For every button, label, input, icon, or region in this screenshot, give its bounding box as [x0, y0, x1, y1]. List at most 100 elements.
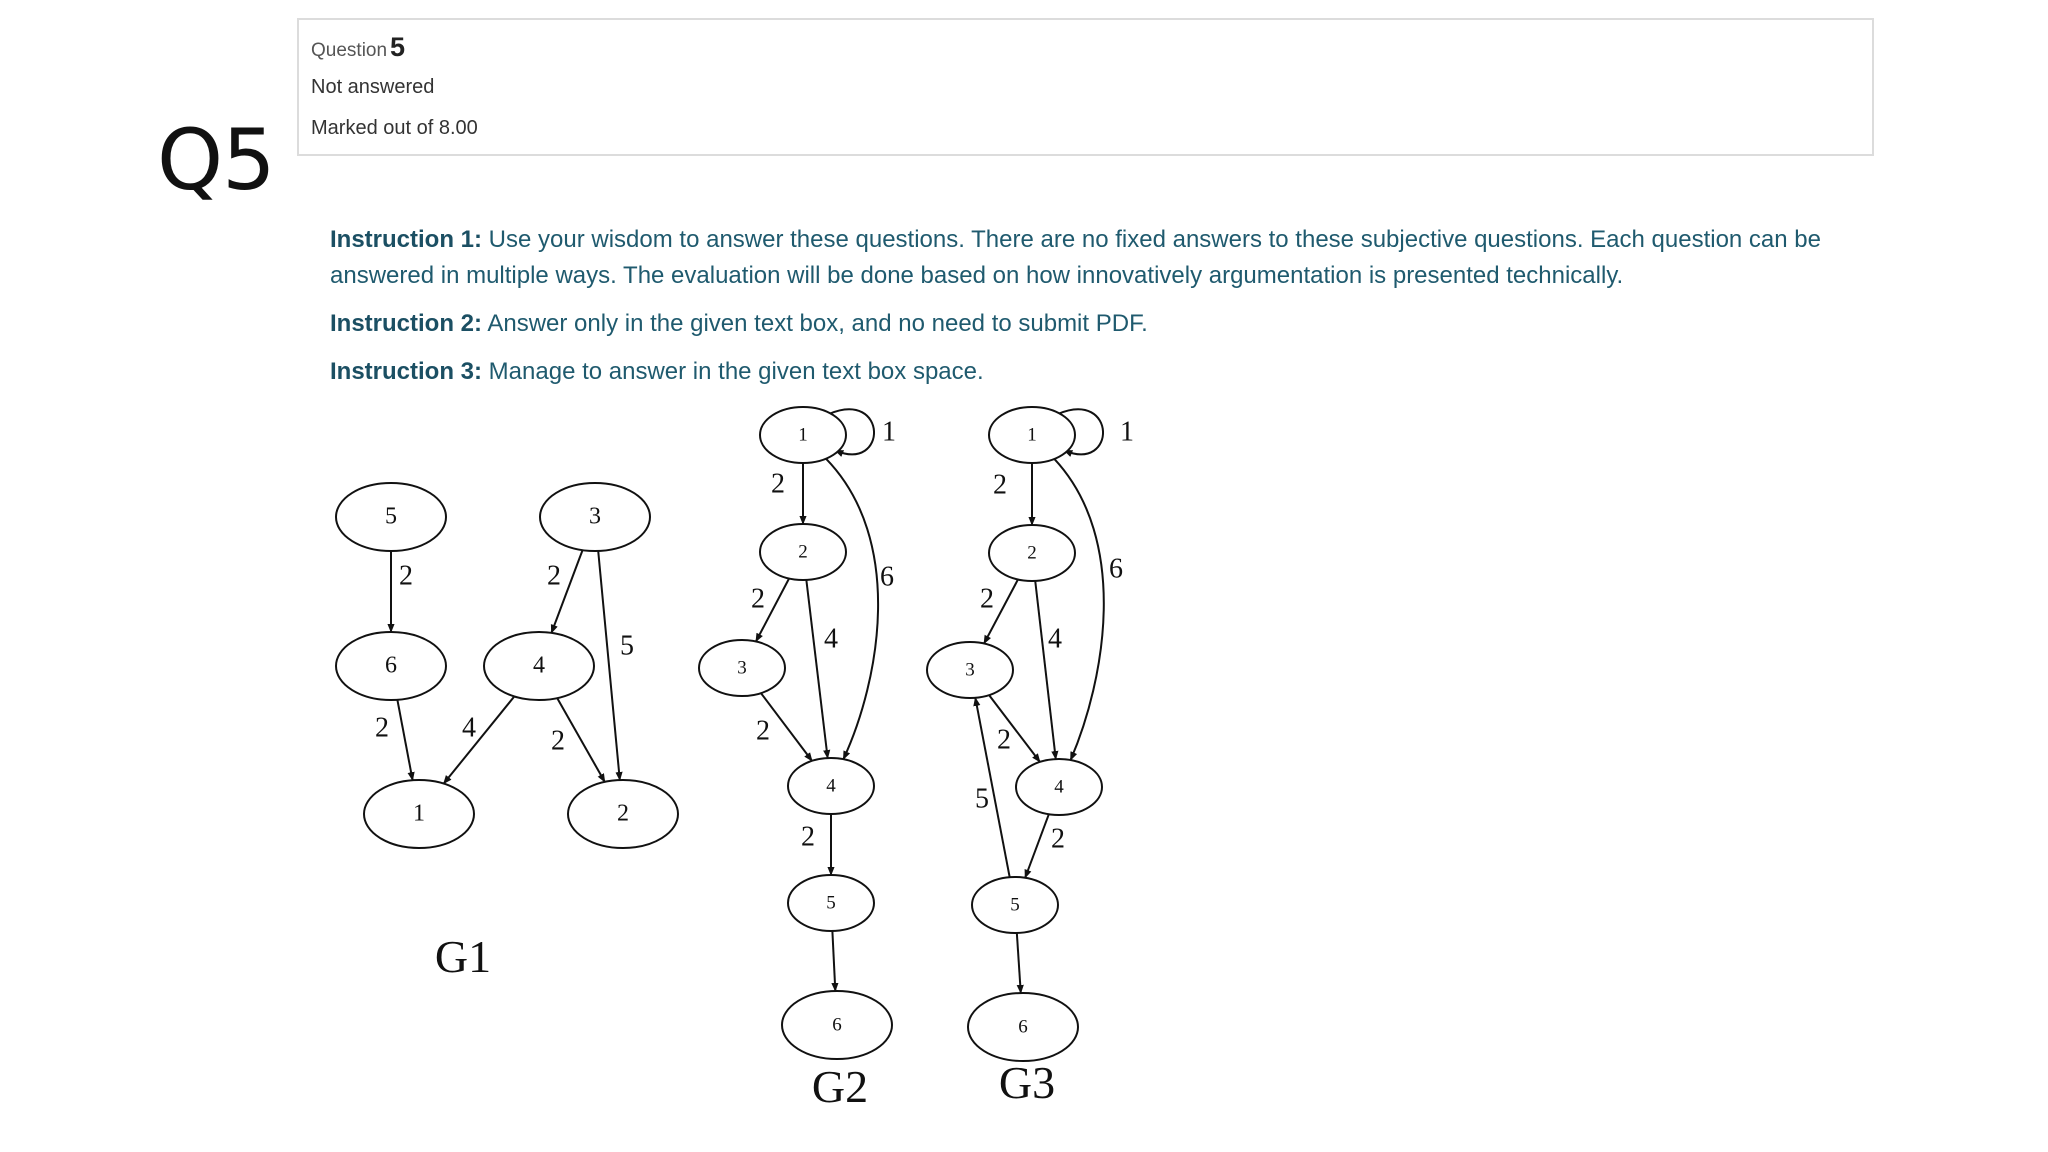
edge-weight-label: 2: [980, 583, 994, 614]
edge-2-3: [755, 578, 790, 643]
edge-1-1: [828, 408, 875, 457]
instruction-1-text: Use your wisdom to answer these question…: [330, 226, 1821, 289]
node-label: 1: [798, 424, 808, 445]
graph-node: [926, 641, 1014, 699]
graph-node: [539, 482, 651, 552]
graph-node: [335, 482, 447, 552]
edge-weight-label: 2: [547, 560, 561, 591]
edge-5-6: [1015, 932, 1024, 994]
slide-title: Q5: [157, 111, 276, 209]
node-label: 4: [1054, 776, 1064, 797]
edge-2-3: [983, 579, 1019, 645]
node-label: 3: [737, 657, 747, 678]
node-label: 6: [385, 653, 397, 679]
edge-weight-label: 2: [751, 583, 765, 614]
edge-weight-label: 2: [1051, 823, 1065, 854]
edge-3-4: [550, 549, 584, 634]
graph-node: [759, 523, 847, 581]
edge-weight-label: 6: [1109, 553, 1123, 584]
answer-status: Not answered: [311, 76, 435, 98]
graph-node: [988, 524, 1076, 582]
edge-weight-label: 2: [997, 724, 1011, 755]
edge-5-3: [973, 696, 1011, 878]
edge-2-4: [1034, 580, 1059, 760]
edge-1-1: [1057, 408, 1104, 457]
edge-weight-label: 2: [756, 715, 770, 746]
edge-2-4: [805, 579, 831, 759]
graph-node: [483, 631, 595, 701]
edge-5-6: [831, 930, 839, 992]
instruction-2-text: Answer only in the given text box, and n…: [482, 310, 1148, 337]
instruction-1: Instruction 1: Use your wisdom to answer…: [330, 222, 1850, 294]
graph-node: [759, 406, 847, 464]
instructions: Instruction 1: Use your wisdom to answer…: [330, 222, 1850, 402]
node-label: 5: [385, 504, 397, 530]
graph-node: [787, 757, 875, 815]
edge-1-4: [1053, 458, 1105, 761]
edge-weight-label: 1: [1120, 416, 1134, 447]
graph-name-label: G3: [999, 1057, 1055, 1108]
graph-node: [1015, 758, 1103, 816]
graph-node: [967, 992, 1079, 1062]
graph-node: [335, 631, 447, 701]
edge-4-1: [442, 695, 516, 785]
question-number: 5: [390, 32, 406, 62]
node-label: 2: [1027, 542, 1037, 563]
edge-weight-label: 5: [975, 783, 989, 814]
edge-weight-label: 1: [882, 416, 896, 447]
instruction-2: Instruction 2: Answer only in the given …: [330, 306, 1850, 342]
edge-weight-label: 4: [824, 623, 838, 654]
instruction-3: Instruction 3: Manage to answer in the g…: [330, 354, 1850, 390]
edge-4-5: [1024, 813, 1050, 879]
graph-node: [567, 779, 679, 849]
instruction-1-label: Instruction 1:: [330, 226, 483, 253]
graph-node: [971, 876, 1059, 934]
node-label: 4: [826, 775, 836, 796]
edge-weight-label: 2: [771, 468, 785, 499]
edge-weight-label: 2: [375, 712, 389, 743]
graph-name-label: G1: [435, 931, 491, 982]
node-label: 3: [589, 504, 601, 530]
node-label: 5: [1010, 894, 1020, 915]
node-label: 2: [798, 541, 808, 562]
graph-g2: 1 2 6 2 4 2 2 1 2 3 4 5 6G2: [698, 406, 896, 1112]
node-label: 1: [413, 801, 425, 827]
edge-weight-label: 2: [801, 821, 815, 852]
instruction-3-label: Instruction 3:: [330, 358, 483, 385]
node-label: 6: [832, 1014, 842, 1035]
graph-node: [698, 639, 786, 697]
graph-g1: 2 2 5 2 4 2 5 3 6 4 1 2G1: [335, 482, 679, 982]
edge-3-4: [760, 692, 813, 762]
node-label: 4: [533, 653, 545, 679]
edge-weight-label: 2: [399, 560, 413, 591]
edge-3-4: [988, 694, 1041, 763]
graph-name-label: G2: [812, 1061, 868, 1112]
node-label: 2: [617, 801, 629, 827]
edge-weight-label: 2: [993, 469, 1007, 500]
graph-node: [363, 779, 475, 849]
edge-weight-label: 5: [620, 630, 634, 661]
graph-node: [787, 874, 875, 932]
question-marks: Marked out of 8.00: [311, 117, 478, 139]
node-label: 5: [826, 892, 836, 913]
edge-4-2: [556, 697, 606, 783]
edge-6-1: [396, 699, 415, 782]
graph-node: [988, 406, 1076, 464]
node-label: 3: [965, 659, 975, 680]
instruction-2-label: Instruction 2:: [330, 310, 483, 337]
instruction-3-text: Manage to answer in the given text box s…: [482, 358, 984, 385]
graph-node: [781, 990, 893, 1060]
edge-3-2: [597, 550, 623, 781]
question-label: Question: [311, 40, 388, 61]
edge-weight-label: 6: [880, 561, 894, 592]
edge-weight-label: 2: [551, 725, 565, 756]
edge-weight-label: 4: [1048, 623, 1062, 654]
node-label: 1: [1027, 424, 1037, 445]
edge-weight-label: 4: [462, 712, 476, 743]
edge-1-4: [825, 457, 880, 761]
node-label: 6: [1018, 1016, 1028, 1037]
